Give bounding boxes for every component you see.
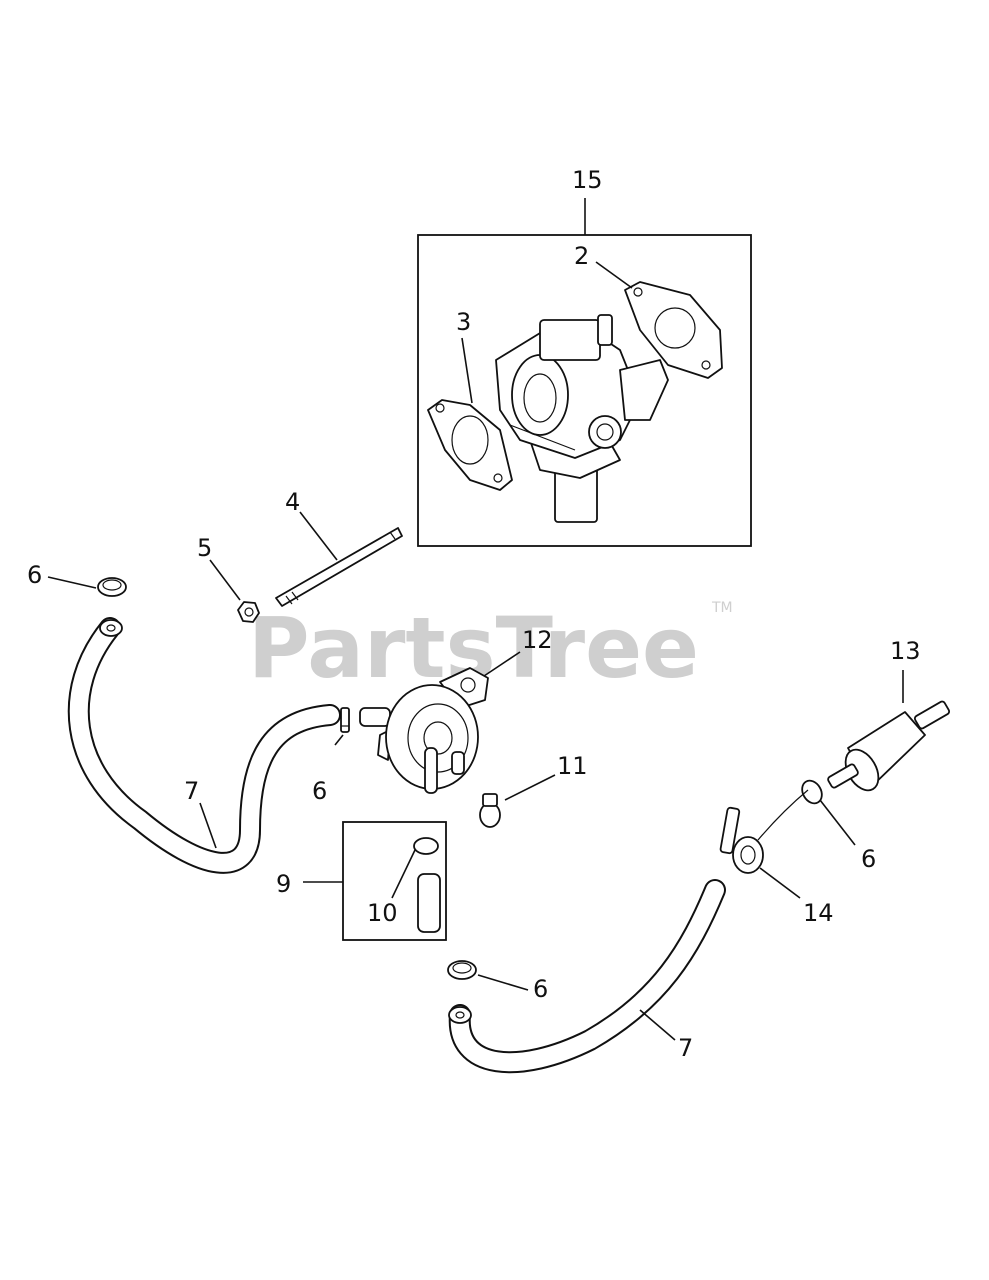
callout-2: 2 <box>574 242 589 270</box>
fuel-hose-7b <box>448 879 726 1074</box>
fuel-hose-7a <box>67 617 341 874</box>
watermark-trademark: TM <box>711 600 733 616</box>
hose-clamp-6a <box>47 576 127 597</box>
gasket-2 <box>595 261 723 379</box>
carburetor-body <box>495 314 669 523</box>
hose-clip-14 <box>719 789 809 899</box>
fuel-pump-12 <box>359 651 521 794</box>
callout-11: 11 <box>557 752 588 780</box>
callout-3: 3 <box>456 308 471 336</box>
hose-clamp-6d <box>447 960 529 991</box>
callout-7a: 7 <box>184 777 199 805</box>
stud-4 <box>275 511 403 607</box>
callout-12: 12 <box>522 626 553 654</box>
screw-11 <box>479 774 556 828</box>
callout-4: 4 <box>285 488 300 516</box>
fuel-filter-13 <box>827 670 951 792</box>
callout-15: 15 <box>572 166 603 194</box>
callout-5: 5 <box>197 534 212 562</box>
carburetor-assembly-box <box>417 198 752 547</box>
callout-6d: 6 <box>533 975 548 1003</box>
callout-6a: 6 <box>27 561 42 589</box>
callout-13: 13 <box>890 637 921 665</box>
repair-kit-box-9 <box>303 821 447 941</box>
hose-clamp-6c <box>801 779 856 846</box>
callout-6b: 6 <box>312 777 327 805</box>
callout-14: 14 <box>803 899 834 927</box>
gasket-3 <box>427 337 513 491</box>
watermark: PartsTree TM <box>248 599 733 697</box>
nut-5 <box>209 559 260 623</box>
callout-10: 10 <box>367 899 398 927</box>
callout-6c: 6 <box>861 845 876 873</box>
callout-9: 9 <box>276 870 291 898</box>
callout-7b: 7 <box>678 1034 693 1062</box>
hose-clamp-6b <box>334 707 350 746</box>
callout-labels: 15 2 3 4 5 6 12 13 6 11 7 9 10 6 14 6 7 <box>27 166 921 1062</box>
